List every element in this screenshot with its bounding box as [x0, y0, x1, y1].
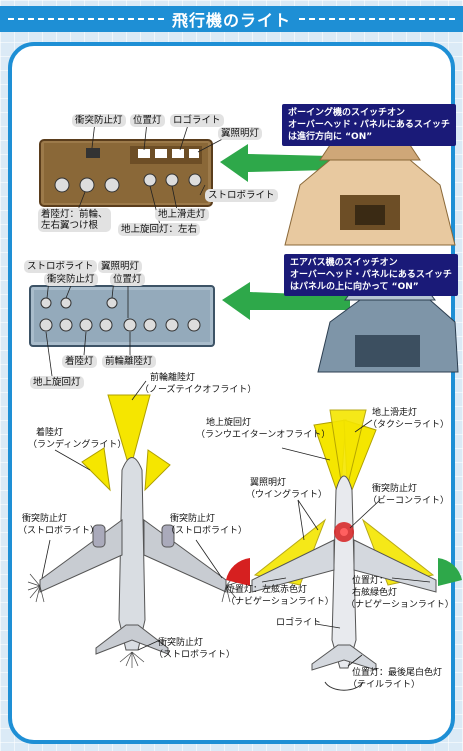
- boeing-overhead-panel: [39, 139, 213, 207]
- right-label-logo: ロゴライト: [276, 618, 322, 628]
- right-label-nav-right-en: （ナビゲーションライト）: [346, 600, 454, 610]
- right-label-nav-right: 位置灯：: [352, 576, 389, 586]
- left-label-landing-en: （ランディングライト）: [28, 440, 127, 450]
- right-label-taxi: 地上滑走灯: [372, 408, 418, 418]
- title-dash-right: [299, 18, 456, 20]
- nav-light-left-red: [226, 558, 250, 586]
- right-label-beacon-en: （ビーコンライト）: [368, 496, 450, 506]
- left-label-strobe-left: 衝突防止灯: [22, 514, 68, 524]
- landing-light-beam-right: [144, 449, 171, 492]
- airbus-label-landing: 着陸灯: [62, 355, 97, 368]
- left-label-nose-takeoff: 前輪離陸灯: [150, 373, 196, 383]
- boeing-label-anticollision: 衝突防止灯: [72, 114, 126, 127]
- airbus-label-anticollision: 衝突防止灯: [44, 273, 98, 286]
- boeing-switch-note: ボーイング機のスイッチオン オーバーヘッド・パネルにあるスイッチ は進行方向に …: [282, 104, 456, 146]
- nav-light-right-green: [438, 558, 462, 586]
- left-label-landing: 着陸灯: [36, 428, 64, 438]
- right-label-beacon: 衝突防止灯: [372, 484, 418, 494]
- airbus-switch-note: エアバス機のスイッチオン オーバーヘッド・パネルにあるスイッチ はパネルの上に向…: [284, 254, 458, 296]
- left-label-strobe-right-en: （ストロボライト）: [166, 526, 248, 536]
- right-airplane: [226, 409, 462, 691]
- airbus-label-position: 位置灯: [110, 273, 145, 286]
- right-label-tail-en: （テイルライト）: [348, 680, 421, 690]
- right-label-nav-left-en: （ナビゲーションライト）: [226, 597, 334, 607]
- title-dash-left: [8, 18, 164, 20]
- boeing-note-line3: は進行方向に “ON”: [288, 132, 373, 142]
- boeing-label-taxi: 地上滑走灯: [155, 208, 209, 221]
- boeing-label-landing: 着陸灯：前輪、 左右翼つけ根: [38, 208, 111, 232]
- right-label-wing: 翼照明灯: [250, 478, 287, 488]
- right-label-wing-en: （ウイングライト）: [246, 490, 328, 500]
- boeing-label-wing: 翼照明灯: [218, 127, 263, 140]
- left-label-nose-takeoff-en: （ノーズテイクオフライト）: [140, 385, 257, 395]
- nose-takeoff-light-beam: [107, 394, 151, 472]
- airbus-label-wing: 翼照明灯: [98, 260, 143, 273]
- arrow-to-airbus-panel: [222, 282, 350, 320]
- airbus-note-line2: オーバーヘッド・パネルにあるスイッチ: [290, 270, 452, 280]
- left-airplane: [27, 380, 239, 668]
- title-bar: 飛行機のライト: [0, 6, 463, 32]
- right-label-tail: 位置灯：最後尾白色灯: [352, 668, 443, 678]
- right-label-nav-right2: 右舷緑色灯: [352, 588, 398, 598]
- airbus-overhead-panel: [29, 285, 215, 347]
- boeing-label-position: 位置灯: [130, 114, 165, 127]
- taxi-light-beam: [329, 409, 367, 501]
- left-label-strobe-tail-en: （ストロボライト）: [154, 650, 236, 660]
- boeing-note-line2: オーバーヘッド・パネルにあるスイッチ: [288, 120, 450, 130]
- boeing-note-line1: ボーイング機のスイッチオン: [288, 108, 406, 118]
- boeing-label-logo: ロゴライト: [170, 114, 224, 127]
- airbus-label-strobe: ストロボライト: [24, 260, 97, 273]
- left-label-strobe-right: 衝突防止灯: [170, 514, 216, 524]
- page-title: 飛行機のライト: [172, 11, 292, 30]
- boeing-label-strobe: ストロボライト: [205, 189, 278, 202]
- right-label-taxi-en: （タクシーライト）: [368, 420, 450, 430]
- right-label-runway-turnoff: 地上旋回灯: [206, 418, 252, 428]
- airbus-note-line3: はパネルの上に向かって “ON”: [290, 282, 419, 292]
- left-label-strobe-left-en: （ストロボライト）: [18, 526, 100, 536]
- airbus-label-nose-gear: 前輪離陸灯: [102, 355, 156, 368]
- right-label-nav-left: 位置灯：左舷赤色灯: [226, 585, 308, 595]
- right-label-runway-turnoff-en: （ランウエイターンオフライト）: [196, 430, 331, 440]
- left-label-strobe-tail: 衝突防止灯: [158, 638, 204, 648]
- boeing-label-runway-turnoff: 地上旋回灯：左右: [118, 223, 201, 236]
- landing-light-beam-left: [81, 447, 111, 492]
- airbus-note-line1: エアバス機のスイッチオン: [290, 258, 398, 268]
- airbus-label-runway-turnoff: 地上旋回灯: [30, 376, 84, 389]
- arrow-to-boeing-panel: [220, 144, 330, 182]
